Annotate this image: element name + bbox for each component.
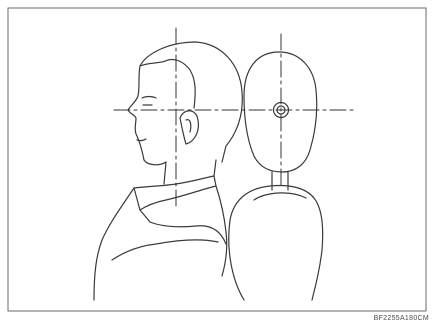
occupant-ear bbox=[180, 111, 198, 144]
seatback-shoulder-contour bbox=[254, 193, 306, 200]
occupant-ear-inner bbox=[186, 120, 191, 132]
figure-code: BF2255A180CM bbox=[374, 315, 429, 322]
occupant-eyebrow bbox=[142, 97, 156, 99]
occupant-collar bbox=[134, 176, 216, 210]
occupant-shoulder-front bbox=[94, 188, 134, 300]
seatback bbox=[229, 186, 323, 301]
diagram-frame bbox=[8, 8, 426, 311]
seatback-outline bbox=[229, 186, 323, 301]
occupant-neck bbox=[164, 162, 166, 184]
occupant-figure bbox=[94, 42, 242, 300]
occupant-collar-fold bbox=[140, 210, 150, 222]
occupant-neck-back bbox=[214, 160, 216, 176]
occupant-arm-line bbox=[112, 240, 218, 260]
headrest bbox=[244, 52, 317, 190]
headrest-outline bbox=[244, 52, 317, 172]
occupant-lapel-line bbox=[150, 222, 226, 244]
occupant-head-outline bbox=[140, 42, 242, 162]
occupant-face-profile bbox=[128, 66, 166, 165]
occupant-hair-line bbox=[140, 59, 195, 108]
